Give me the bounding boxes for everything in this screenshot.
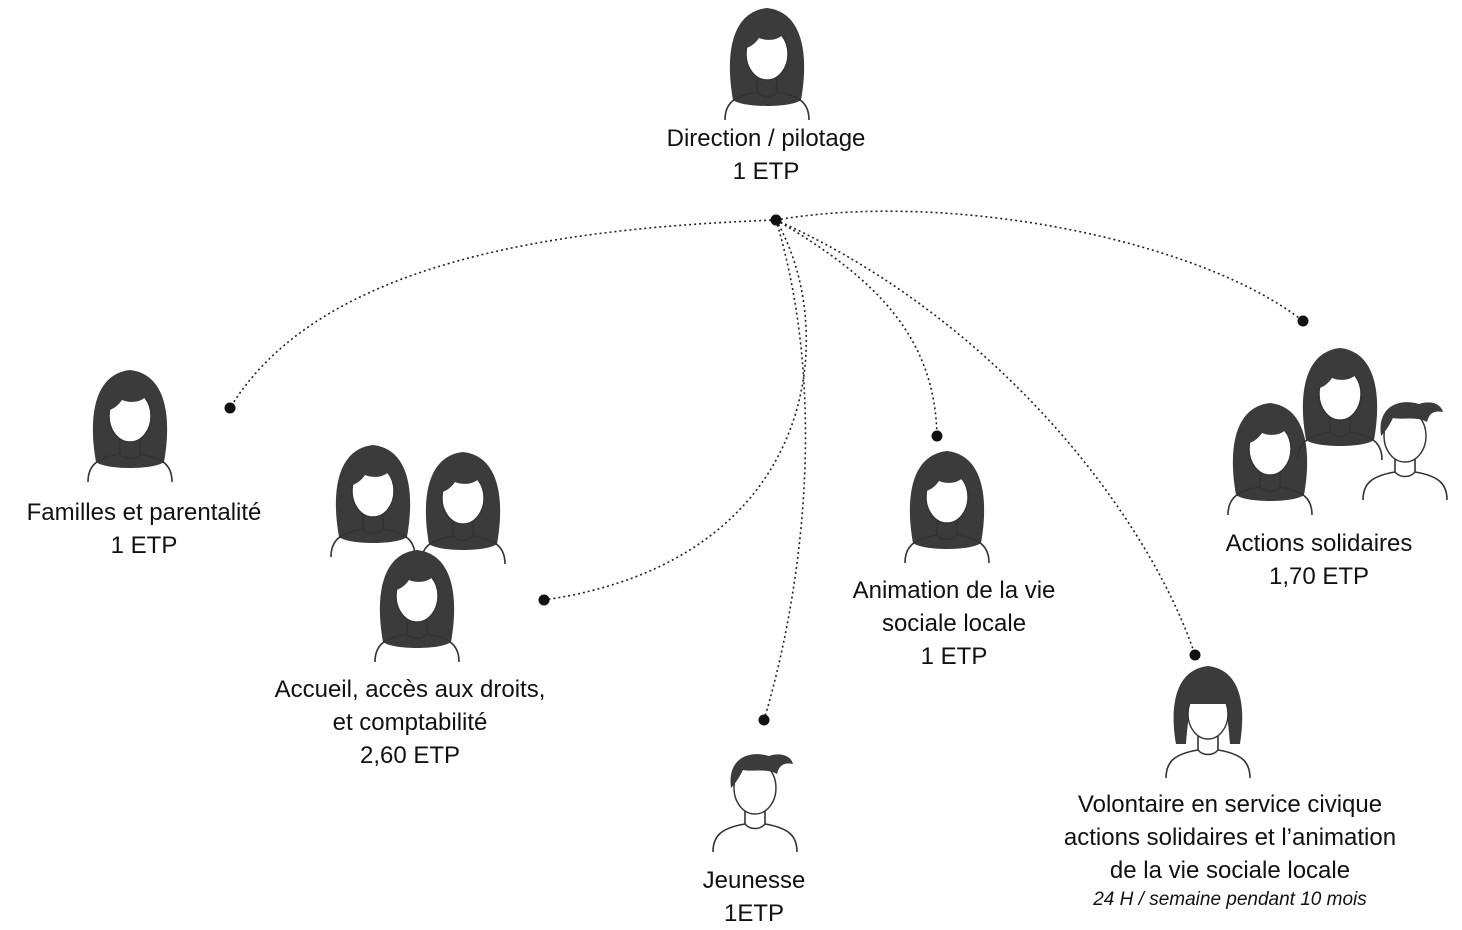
connector-lines: [229, 210, 1304, 721]
connector-dots: [139, 214, 1309, 726]
animation-label: Animation de la vie sociale locale 1 ETP: [814, 574, 1094, 673]
jeunesse-person-icon: [712, 753, 798, 853]
direction-title: Direction / pilotage: [666, 125, 866, 152]
volontaire-title-line3: de la vie sociale locale: [1109, 857, 1351, 884]
accueil-label: Accueil, accès aux droits, et comptabili…: [230, 673, 590, 772]
connector-accueil: [543, 219, 808, 601]
actions-fte: 1,70 ETP: [1268, 563, 1370, 590]
jeunesse-dot: [758, 714, 770, 726]
connector-jeunesse: [763, 219, 807, 721]
animation-person-icon: [904, 450, 990, 564]
animation-title-line2: sociale locale: [881, 610, 1027, 637]
animation-fte: 1 ETP: [920, 643, 988, 670]
actions-group-icon: [1227, 347, 1448, 516]
accueil-dot: [538, 594, 550, 606]
connector-animation: [775, 219, 938, 437]
familles-fte: 1 ETP: [110, 532, 178, 559]
connector-volontaire: [775, 219, 1196, 656]
accueil-group-icon: [330, 444, 506, 663]
actions-dot: [1297, 315, 1309, 327]
direction-label: Direction / pilotage 1 ETP: [606, 122, 926, 188]
volontaire-dot: [1189, 649, 1201, 661]
connector-actions: [775, 210, 1304, 322]
jeunesse-label: Jeunesse 1ETP: [654, 864, 854, 930]
hub-dot: [770, 214, 782, 226]
actions-label: Actions solidaires 1,70 ETP: [1189, 527, 1449, 593]
familles-person-icon: [87, 369, 173, 483]
volontaire-title-line1: Volontaire en service civique: [1077, 791, 1383, 818]
volontaire-title-line2: actions solidaires et l’animation: [1063, 824, 1397, 851]
familles-title: Familles et parentalité: [26, 499, 262, 526]
familles-dot: [224, 402, 236, 414]
volontaire-person-icon: [1165, 665, 1251, 779]
jeunesse-fte: 1ETP: [723, 900, 785, 927]
volontaire-note: 24 H / semaine pendant 10 mois: [1093, 889, 1367, 910]
direction-fte: 1 ETP: [732, 158, 800, 185]
accueil-title-line2: et comptabilité: [332, 709, 488, 736]
accueil-title-line1: Accueil, accès aux droits,: [274, 676, 546, 703]
accueil-fte: 2,60 ETP: [359, 742, 461, 769]
animation-dot: [931, 430, 943, 442]
jeunesse-title: Jeunesse: [702, 867, 806, 894]
direction-person-icon: [724, 7, 810, 121]
familles-label: Familles et parentalité 1 ETP: [0, 496, 288, 562]
animation-title-line1: Animation de la vie: [852, 577, 1056, 604]
connector-familles: [229, 219, 777, 409]
actions-title: Actions solidaires: [1225, 530, 1413, 557]
volontaire-label: Volontaire en service civique actions so…: [1020, 788, 1440, 913]
